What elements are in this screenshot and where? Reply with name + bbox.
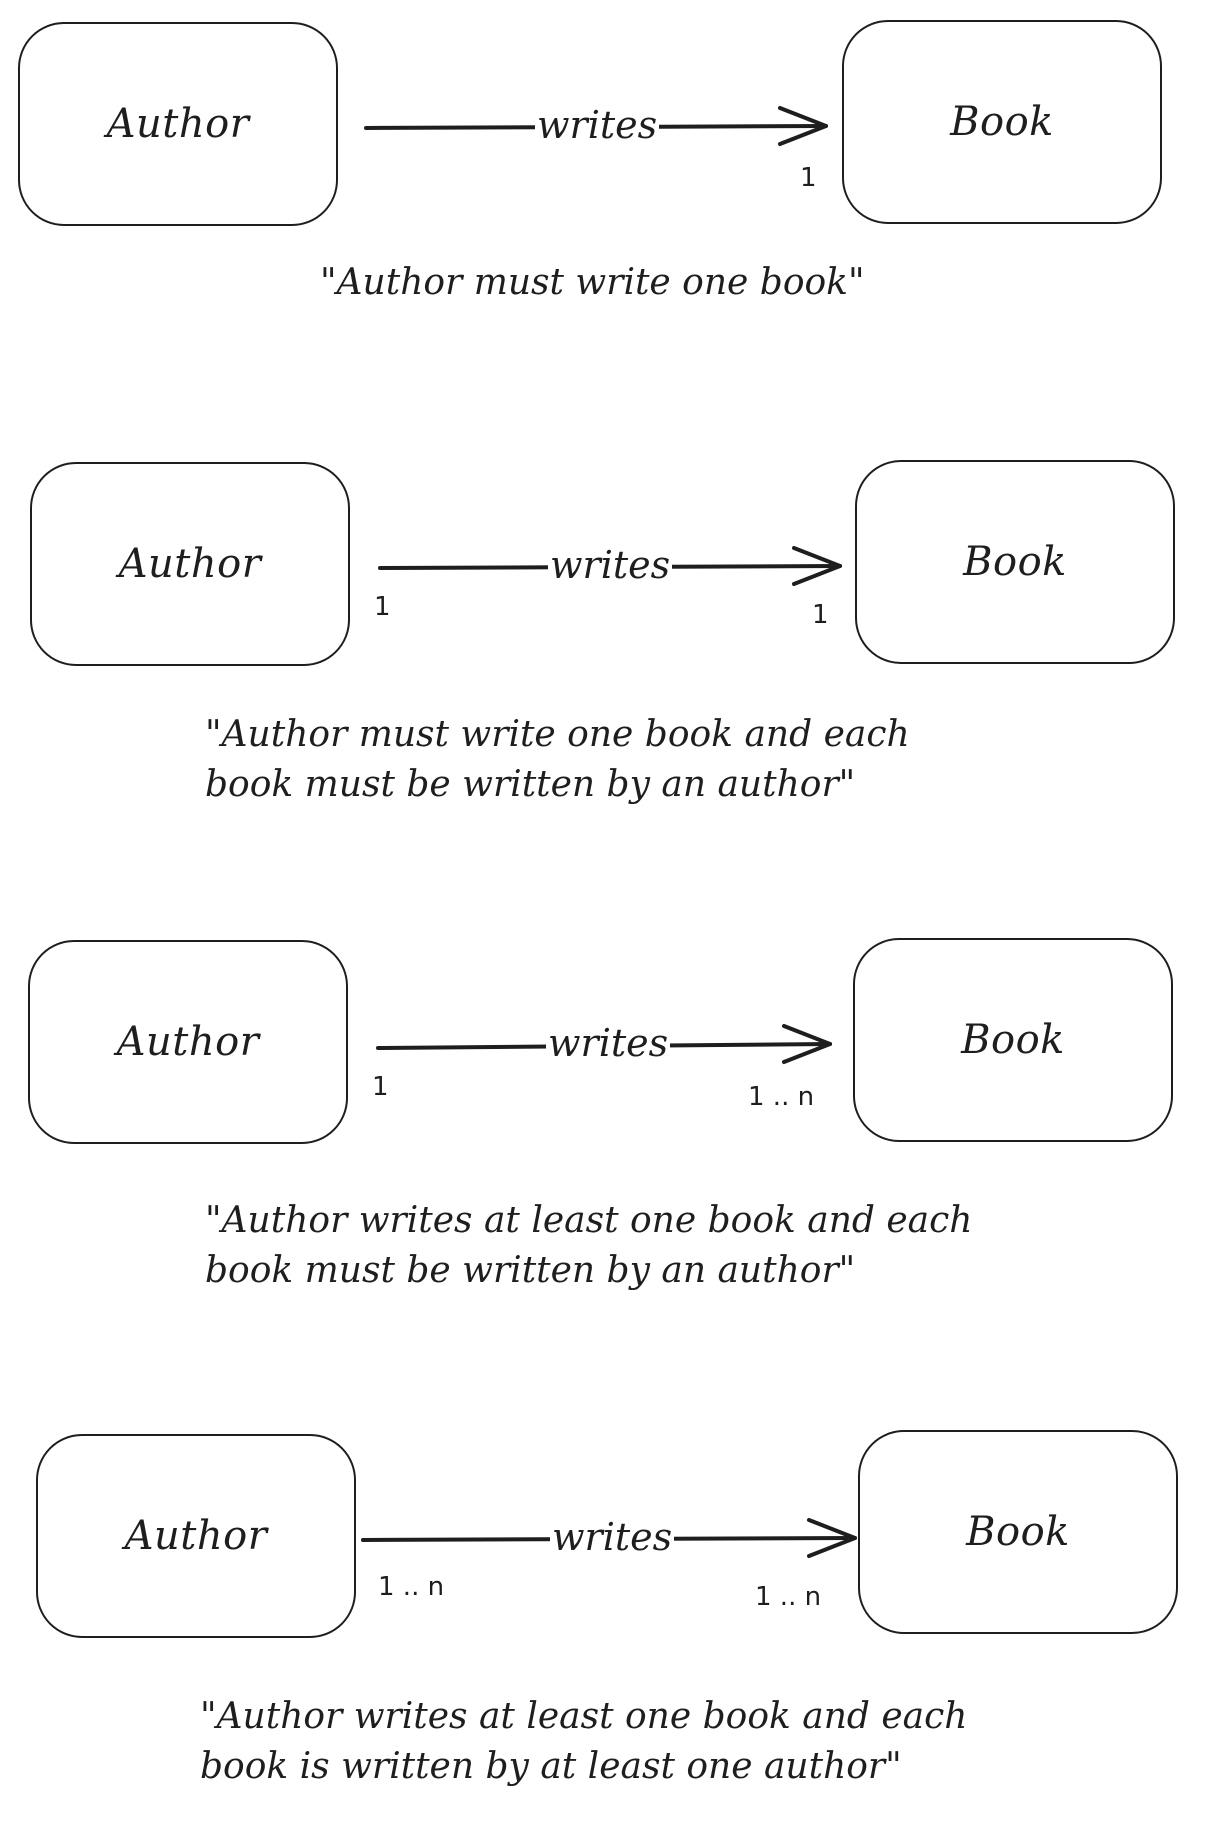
right-cardinality: 1 .. n <box>748 1082 815 1112</box>
book-entity: Book <box>842 20 1162 224</box>
right-cardinality: 1 <box>800 163 817 193</box>
right-cardinality: 1 .. n <box>755 1582 822 1612</box>
caption-line-1: "Author writes at least one book and eac… <box>200 1696 968 1737</box>
relationship-label: writes <box>548 543 673 587</box>
caption-line-1: "Author must write one book and each <box>205 714 910 755</box>
book-entity: Book <box>853 938 1173 1142</box>
diagram-4: Author Book writes 1 .. n 1 .. n "Author… <box>0 1412 1208 1812</box>
caption-line-1: "Author must write one book" <box>320 262 865 303</box>
book-label: Book <box>950 99 1054 145</box>
book-label: Book <box>961 1017 1065 1063</box>
author-entity: Author <box>36 1434 356 1638</box>
diagram-2: Author Book writes 1 1 "Author must writ… <box>0 440 1208 820</box>
relationship-label: writes <box>546 1021 671 1065</box>
caption-line-1: "Author writes at least one book and eac… <box>205 1200 973 1241</box>
left-cardinality: 1 <box>374 592 391 622</box>
caption-line-2: book is written by at least one author" <box>200 1746 902 1787</box>
caption-line-2: book must be written by an author" <box>205 764 856 805</box>
book-label: Book <box>966 1509 1070 1555</box>
author-label: Author <box>124 1513 268 1559</box>
diagram-3: Author Book writes 1 1 .. n "Author writ… <box>0 918 1208 1298</box>
book-entity: Book <box>858 1430 1178 1634</box>
author-label: Author <box>106 101 250 147</box>
author-entity: Author <box>30 462 350 666</box>
author-entity: Author <box>18 22 338 226</box>
book-entity: Book <box>855 460 1175 664</box>
left-cardinality: 1 .. n <box>378 1572 445 1602</box>
left-cardinality: 1 <box>372 1072 389 1102</box>
caption-line-2: book must be written by an author" <box>205 1250 856 1291</box>
author-entity: Author <box>28 940 348 1144</box>
right-cardinality: 1 <box>812 600 829 630</box>
relationship-label: writes <box>535 103 660 147</box>
diagram-1: Author Book writes 1 "Author must write … <box>0 0 1208 330</box>
author-label: Author <box>118 541 262 587</box>
relationship-label: writes <box>550 1515 675 1559</box>
author-label: Author <box>116 1019 260 1065</box>
book-label: Book <box>963 539 1067 585</box>
